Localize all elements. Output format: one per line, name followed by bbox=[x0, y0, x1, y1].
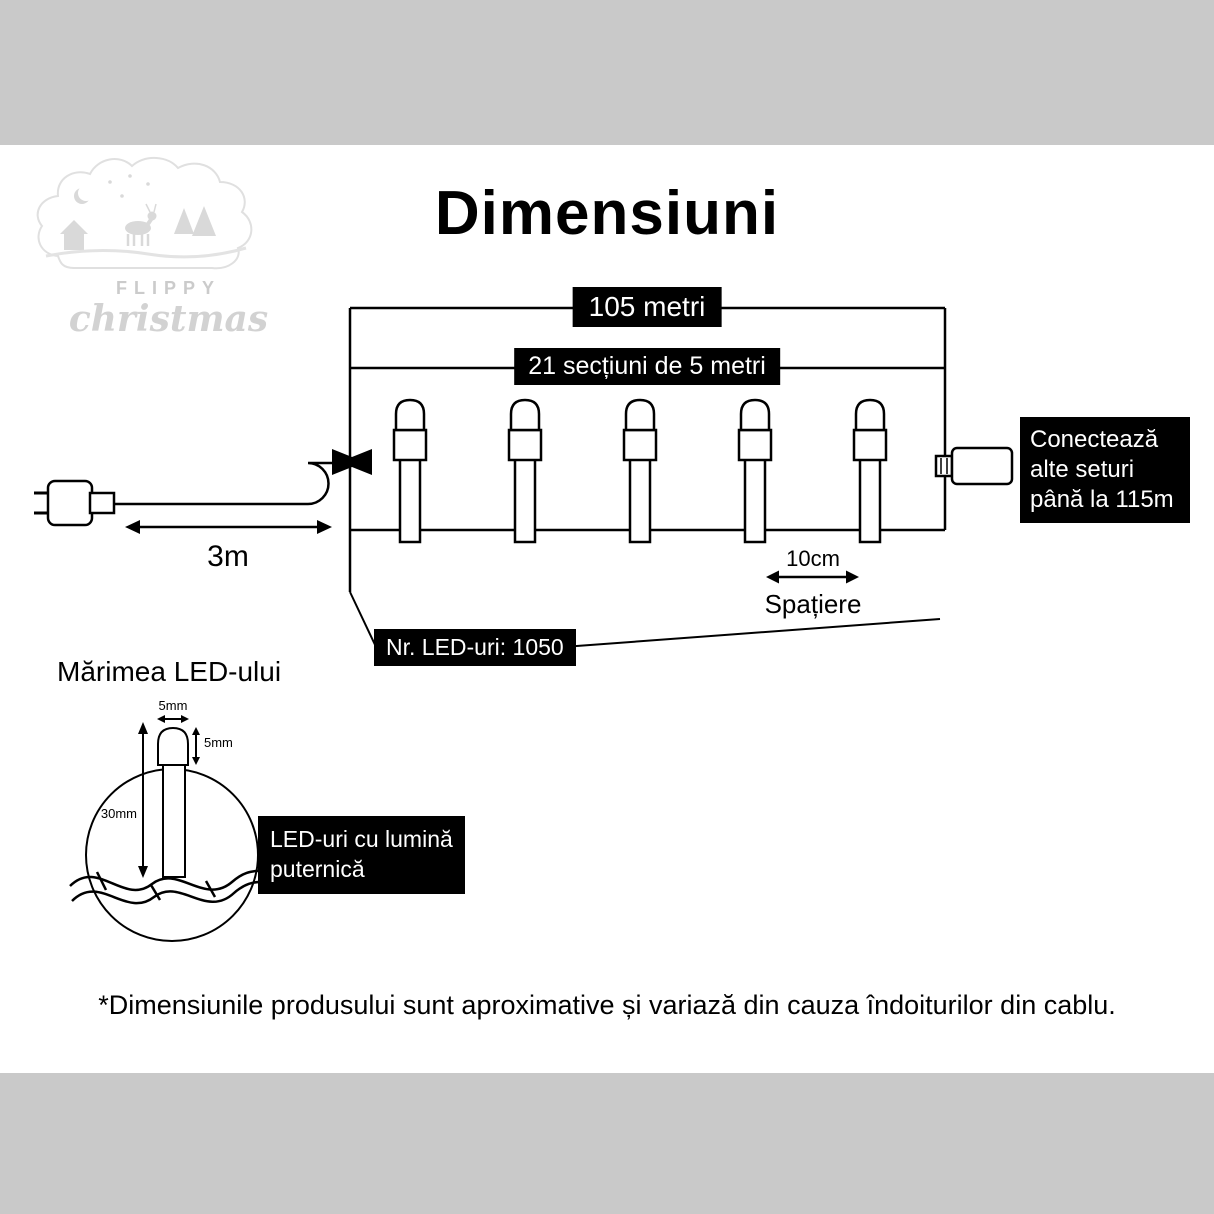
bulb-height-arrow bbox=[192, 727, 200, 765]
spacing-value-label: 10cm bbox=[786, 546, 840, 571]
lead-length-arrow bbox=[125, 520, 332, 534]
led-count-pointer-lines bbox=[349, 591, 941, 650]
spacing-caption: Spațiere bbox=[764, 589, 862, 619]
cloud-shape bbox=[36, 157, 253, 270]
logo-script-text: christmas bbox=[68, 298, 269, 340]
bulb-total-height-arrow bbox=[138, 722, 148, 878]
power-plug-icon bbox=[34, 479, 116, 527]
inline-connector-icon bbox=[332, 449, 372, 475]
page-title: Dimensiuni bbox=[434, 179, 780, 248]
end-connector-icon bbox=[934, 446, 1014, 486]
logo-cloud-scene-icon bbox=[36, 157, 253, 270]
led-bulb-icon bbox=[507, 398, 543, 544]
bottom-band bbox=[0, 1073, 1214, 1214]
led-size-heading: Mărimea LED-ului bbox=[57, 656, 282, 687]
led-callout-label: LED-uri cu lumină puternică bbox=[258, 816, 465, 894]
led-size-diagram bbox=[69, 715, 271, 942]
bulb-height-label: 5mm bbox=[204, 735, 233, 750]
twisted-wire-icon bbox=[69, 866, 271, 905]
bulb-width-label: 5mm bbox=[158, 698, 188, 713]
connect-more-label: Conectează alte seturi până la 115m bbox=[1020, 417, 1190, 523]
bulb-total-height-label: 30mm bbox=[100, 806, 137, 821]
winter-scene-icons bbox=[45, 174, 247, 259]
footnote: *Dimensiunile produsului sunt aproximati… bbox=[98, 990, 1116, 1020]
logo-brand-text: FLIPPY bbox=[115, 278, 221, 298]
total-length-label: 105 metri bbox=[572, 287, 722, 327]
led-bulb-icon bbox=[852, 398, 888, 544]
detail-led-bulb-icon bbox=[157, 726, 189, 878]
led-count-label: Nr. LED-uri: 1050 bbox=[374, 629, 576, 666]
lead-length-label: 3m bbox=[207, 540, 249, 573]
top-band bbox=[0, 0, 1214, 145]
led-bulb-icon bbox=[622, 398, 658, 544]
led-bulb-icon bbox=[737, 398, 773, 544]
led-bulb-icon bbox=[392, 398, 428, 544]
sections-label: 21 secțiuni de 5 metri bbox=[514, 348, 780, 385]
brand-logo: FLIPPY christmas bbox=[28, 152, 273, 367]
spacing-arrow bbox=[766, 570, 859, 584]
bulb-width-arrow bbox=[157, 715, 189, 723]
